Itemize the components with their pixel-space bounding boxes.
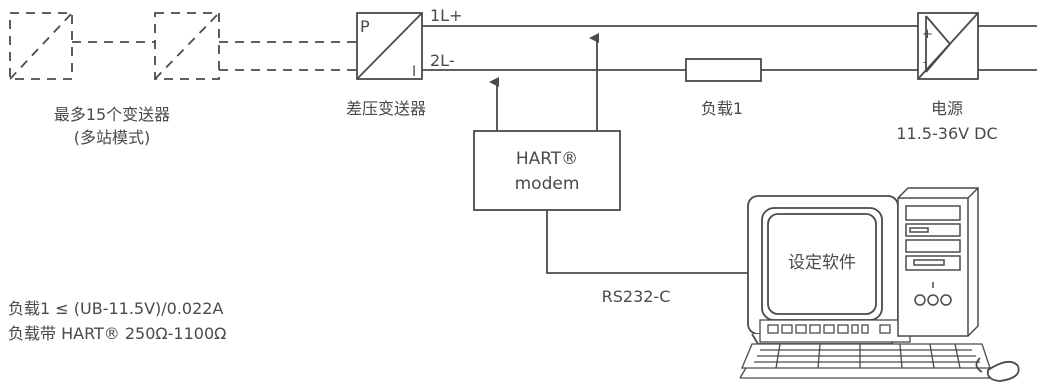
formula-line-1: 负载1 ≤ (UB-11.5V)/0.022A: [8, 299, 223, 318]
psu-minus-sign: -: [923, 55, 928, 70]
line-1l-label: 1L+: [430, 6, 463, 25]
dashed-transmitter-1: [9, 12, 73, 80]
rs232-cable: [546, 210, 755, 274]
formula-line-2: 负载带 HART® 250Ω-1100Ω: [8, 324, 226, 343]
hart-modem-box: [473, 130, 621, 211]
computer-mouse: [975, 357, 1020, 382]
hart-modem-label-1: HART®: [516, 149, 578, 169]
power-supply-box: [917, 12, 979, 80]
dashed-transmitter-2: [154, 12, 220, 80]
multi-transmitter-label-1: 最多15个变送器: [54, 105, 170, 124]
monitor-base-strip: [759, 319, 911, 343]
power-voltage: 11.5-36V DC: [896, 124, 997, 143]
dp-transmitter-label: 差压变送器: [346, 99, 426, 118]
psu-plus-sign: +: [922, 27, 933, 42]
dp-letter-p: P: [360, 17, 370, 36]
line-2l-label: 2L-: [430, 51, 455, 70]
load-resistor: [685, 58, 762, 82]
software-label: 设定软件: [788, 253, 856, 273]
dashed-bus-lines: [72, 41, 357, 71]
load-label: 负载1: [701, 99, 743, 118]
power-title: 电源: [931, 99, 963, 118]
hart-modem-label-2: modem: [515, 174, 580, 194]
dp-transmitter-box: [356, 12, 423, 80]
computer-tower: [897, 187, 979, 337]
computer-keyboard: [739, 343, 997, 379]
multi-transmitter-label-2: (多站模式): [74, 128, 151, 147]
dp-letter-i: I: [412, 64, 416, 80]
rs232-label: RS232-C: [602, 287, 671, 306]
